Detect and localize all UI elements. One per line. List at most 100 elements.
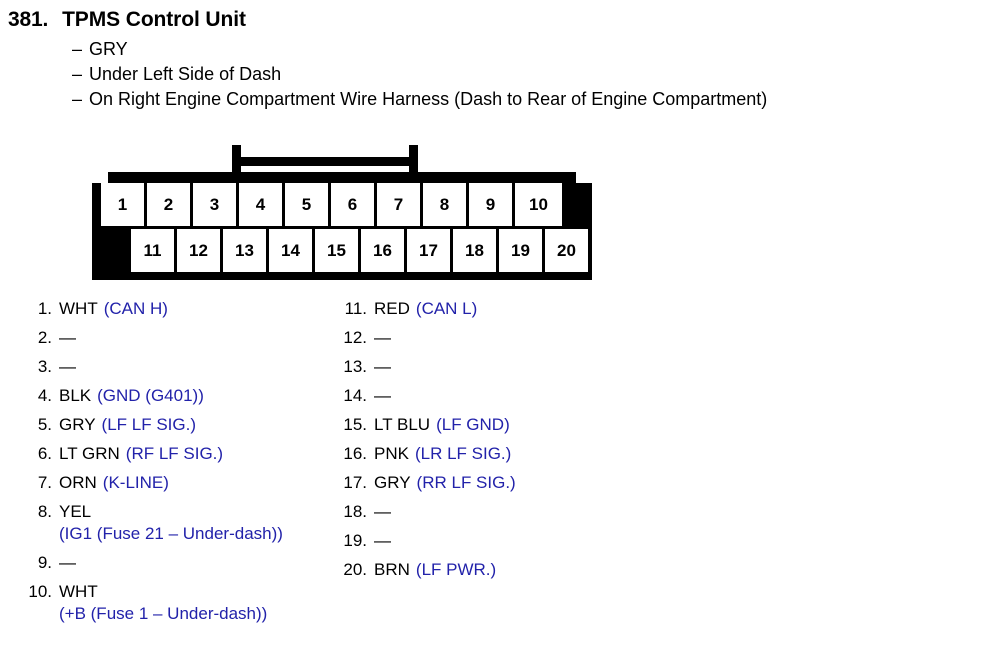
component-number: 381. [8, 8, 49, 31]
pin-cell-10: 10 [515, 183, 562, 226]
pin-entry: 17. GRY (RR LF SIG.) [337, 472, 516, 494]
pin-wire-color: GRY [59, 415, 96, 434]
pin-number: 5. [37, 415, 52, 434]
pin-entry: 19. — [337, 530, 516, 552]
pin-wire-color: — [374, 386, 391, 405]
pin-cell-2: 2 [147, 183, 190, 226]
pin-entry: 2.— [22, 327, 283, 349]
pin-wire-color: GRY [374, 473, 411, 492]
pin-entry-line: 13. — [337, 356, 516, 378]
pin-wire-color: WHT [59, 299, 98, 318]
pin-number: 19. [343, 531, 367, 550]
pin-cell-16: 16 [361, 229, 404, 272]
pin-entry-line: 4.BLK(GND (G401)) [22, 385, 283, 407]
pin-entry-line: 17. GRY (RR LF SIG.) [337, 472, 516, 494]
pin-cell-20: 20 [545, 229, 588, 272]
pin-entry-line: 14. — [337, 385, 516, 407]
pin-entry: 8. YEL (IG1 (Fuse 21 – Under-dash)) [22, 501, 283, 545]
pin-cell-14: 14 [269, 229, 312, 272]
component-attribute-text: GRY [89, 39, 128, 59]
connector-diagram: 1 2 3 4 5 6 7 8 9 10 11 12 13 14 15 16 1… [92, 145, 592, 280]
pin-wire-color: WHT [59, 582, 98, 601]
pin-signal-name: (LF PWR.) [415, 560, 497, 579]
pin-row-bottom-start-gap [101, 229, 128, 272]
pin-signal-name-continued: (IG1 (Fuse 21 – Under-dash)) [59, 524, 283, 543]
pin-list-left: 1.WHT(CAN H) 2.— 3.— 4.BLK(GND (G401)) 5. GRY… [22, 298, 283, 632]
pin-cell-17: 17 [407, 229, 450, 272]
pin-cell-3: 3 [193, 183, 236, 226]
pin-entry-line: 18. — [337, 501, 516, 523]
pin-entry-line: 9.— [22, 552, 283, 574]
pin-entry-line: 10. WHT [22, 581, 283, 603]
pin-cell-11: 11 [131, 229, 174, 272]
pin-wire-color: — [59, 553, 76, 572]
pin-entry: 14. — [337, 385, 516, 407]
pin-cell-8: 8 [423, 183, 466, 226]
pin-cell-13: 13 [223, 229, 266, 272]
connector-shell: 1 2 3 4 5 6 7 8 9 10 11 12 13 14 15 16 1… [92, 172, 592, 280]
pin-entry: 4.BLK(GND (G401)) [22, 385, 283, 407]
pin-wire-color: BLK [59, 386, 92, 405]
component-attribute: – Under Left Side of Dash [72, 62, 990, 87]
pin-signal-name: (LF GND) [436, 415, 510, 434]
pin-wire-color: BRN [374, 560, 410, 579]
pin-list-right: 11.RED(CAN L)12.—13.—14.—15.LT BLU(LF GN… [337, 298, 516, 588]
pin-entry-line: 5. GRY (LF LF SIG.) [22, 414, 283, 436]
pin-entry: 15.LT BLU(LF GND) [337, 414, 516, 436]
pin-number: 16. [343, 444, 367, 463]
pin-wire-color: LT BLU [374, 415, 431, 434]
pin-entry: 12.— [337, 327, 516, 349]
connector-latch [232, 145, 418, 177]
pin-entry-line: 7.ORN(K-LINE) [22, 472, 283, 494]
pin-entry-line: 20. BRN (LF PWR.) [337, 559, 516, 581]
pin-number: 13. [343, 357, 367, 376]
pin-wire-color: ORN [59, 473, 97, 492]
pin-number: 6. [37, 444, 52, 463]
pin-wire-color: PNK [374, 444, 409, 463]
bullet-dash: – [72, 39, 83, 59]
pin-cell-18: 18 [453, 229, 496, 272]
bullet-dash: – [72, 89, 83, 109]
pin-entry: 20. BRN (LF PWR.) [337, 559, 516, 581]
latch-post-left [232, 145, 241, 177]
pin-entry: 3.— [22, 356, 283, 378]
pin-wire-color: — [374, 531, 391, 550]
pin-entry-line: 16.PNK(LR LF SIG.) [337, 443, 516, 465]
pin-number: 12. [343, 328, 367, 347]
pin-cell-9: 9 [469, 183, 512, 226]
pin-number: 17. [343, 473, 367, 492]
pin-number: 8. [37, 502, 52, 521]
pin-number: 14. [343, 386, 367, 405]
component-attribute: – On Right Engine Compartment Wire Harne… [72, 87, 990, 112]
pin-signal-name: (LF LF SIG.) [101, 415, 197, 434]
pin-wire-color: — [374, 357, 391, 376]
pin-entry: 7.ORN(K-LINE) [22, 472, 283, 494]
shell-notch-right [576, 172, 592, 183]
pin-number: 18. [343, 502, 367, 521]
pin-number: 20. [343, 560, 367, 579]
pin-row-top-end-gap [565, 183, 592, 226]
pin-wire-color: RED [374, 299, 410, 318]
pin-entry-line: 12.— [337, 327, 516, 349]
component-title: TPMS Control Unit [62, 8, 246, 31]
connector-pin-row-top: 1 2 3 4 5 6 7 8 9 10 [101, 183, 595, 226]
pin-wire-color: — [374, 502, 391, 521]
pin-wire-color: YEL [59, 502, 92, 521]
pin-cell-7: 7 [377, 183, 420, 226]
pin-cell-12: 12 [177, 229, 220, 272]
pin-wire-color: LT GRN [59, 444, 120, 463]
pin-entry-line: 11.RED(CAN L) [337, 298, 516, 320]
pin-signal-name: (RR LF SIG.) [416, 473, 516, 492]
component-attribute-list: – GRY – Under Left Side of Dash – On Rig… [0, 37, 990, 112]
pin-entry-line: 19. — [337, 530, 516, 552]
latch-bar [232, 157, 418, 166]
pin-number: 7. [37, 473, 52, 492]
pin-entry: 18. — [337, 501, 516, 523]
pin-number: 10. [28, 582, 52, 601]
page-header: 381. TPMS Control Unit – GRY – Under Lef… [0, 0, 990, 112]
pin-entry: 16.PNK(LR LF SIG.) [337, 443, 516, 465]
component-attribute-text: Under Left Side of Dash [89, 64, 282, 84]
pin-entry-line: 8. YEL [22, 501, 283, 523]
pin-entry: 1.WHT(CAN H) [22, 298, 283, 320]
pin-cell-4: 4 [239, 183, 282, 226]
